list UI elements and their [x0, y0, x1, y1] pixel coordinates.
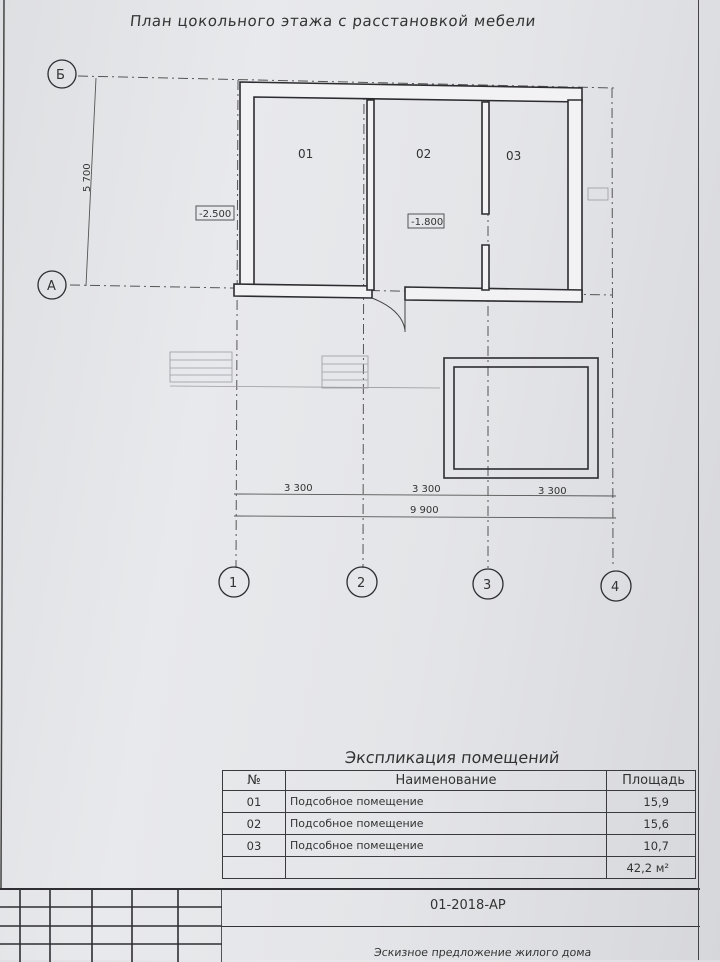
- document-description: Эскизное предложение жилого дома: [373, 946, 593, 959]
- door-swing: [371, 297, 406, 331]
- table-total-row: 42,2 м²: [222, 856, 696, 879]
- row-name: Подсобное помещение: [285, 790, 607, 813]
- wall-south-left: [233, 283, 373, 299]
- row-number: 03: [222, 834, 286, 857]
- axis-line-2: [362, 83, 365, 569]
- title-block: 01-2018-АР Эскизное предложение жилого д…: [0, 888, 700, 962]
- axis-bubble-3: [472, 568, 504, 600]
- level-mark-left: -2.500: [199, 209, 231, 220]
- title-block-grid: [0, 890, 222, 962]
- explication-title: Экспликация помещений: [344, 748, 561, 767]
- entrance-step: [587, 187, 609, 201]
- row-area: 10,7: [606, 834, 696, 857]
- frame-border-right: [698, 0, 699, 960]
- total-area: 42,2 м²: [606, 856, 696, 879]
- wall-north-west: [239, 81, 583, 286]
- span-dimension-2: 3 300: [412, 484, 441, 495]
- row-area: 15,6: [606, 812, 696, 835]
- axis-bubble-2: [346, 566, 378, 598]
- level-mark-center: -1.800: [411, 217, 443, 228]
- header-name: Наименование: [285, 770, 607, 791]
- axis-bubble-a: [37, 270, 67, 300]
- row-name: Подсобное помещение: [285, 834, 607, 857]
- partition-1-2: [366, 99, 375, 291]
- outbuilding: [443, 357, 599, 479]
- room-label-03: 03: [506, 149, 521, 163]
- axis-bubble-b: [47, 59, 77, 89]
- stair-left: [169, 351, 233, 383]
- wall-south-right: [404, 286, 583, 303]
- axis-label-3: 3: [483, 578, 491, 593]
- axis-label-1: 1: [229, 576, 237, 591]
- dimension-5700: 5 700: [82, 163, 93, 192]
- axis-line-1: [235, 79, 239, 569]
- header-number: №: [222, 770, 286, 791]
- wall-east: [567, 99, 583, 301]
- room-label-01: 01: [298, 147, 313, 161]
- axis-label-a: А: [47, 279, 56, 294]
- axis-label-4: 4: [611, 580, 619, 595]
- axis-bubble-1: [218, 566, 250, 598]
- row-area: 15,9: [606, 790, 696, 813]
- table-row: 03 Подсобное помещение 10,7: [222, 834, 696, 857]
- table-row: 01 Подсобное помещение 15,9: [222, 790, 696, 813]
- document-code: 01-2018-АР: [430, 898, 506, 913]
- axis-label-2: 2: [357, 576, 365, 591]
- table-row: 02 Подсобное помещение 15,6: [222, 812, 696, 835]
- span-dimension-3: 3 300: [538, 486, 567, 497]
- explication-table: № Наименование Площадь 01 Подсобное поме…: [222, 770, 696, 879]
- axis-bubble-4: [600, 570, 632, 602]
- room-label-02: 02: [416, 147, 431, 161]
- partition-2-3-top: [481, 101, 490, 215]
- axis-line-b: [77, 75, 616, 89]
- total-dimension: 9 900: [410, 505, 439, 516]
- axis-label-b: Б: [56, 68, 65, 83]
- span-dimension-1: 3 300: [284, 483, 313, 494]
- axis-line-4: [611, 87, 614, 569]
- row-number: 02: [222, 812, 286, 835]
- row-number: 01: [222, 790, 286, 813]
- header-area: Площадь: [606, 770, 696, 791]
- partition-2-3-bottom: [481, 244, 490, 291]
- title-block-divider: [222, 926, 700, 927]
- row-name: Подсобное помещение: [285, 812, 607, 835]
- table-header-row: № Наименование Площадь: [222, 770, 696, 791]
